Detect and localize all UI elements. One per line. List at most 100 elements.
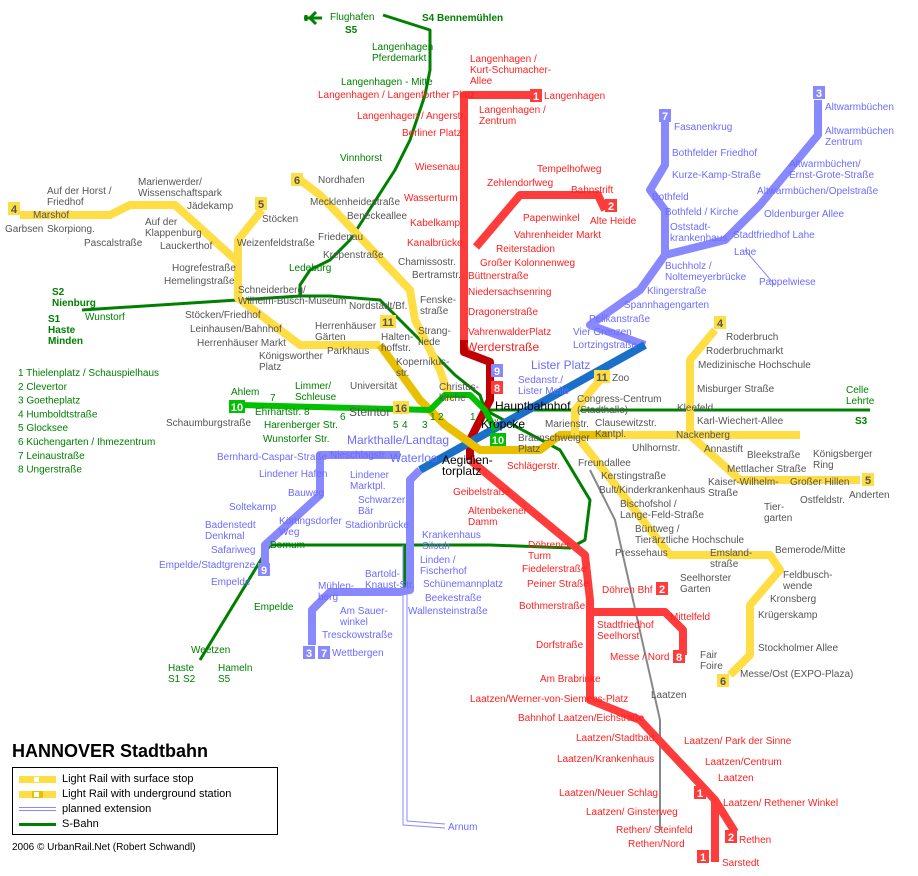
- station-label: Anderten: [849, 490, 890, 501]
- station-label: Berliner Platz: [402, 128, 461, 139]
- station-label: 3: [422, 420, 428, 431]
- airplane-icon: [304, 10, 322, 26]
- svg-text:9: 9: [261, 565, 267, 577]
- line-badge: 8: [673, 650, 685, 664]
- svg-text:3: 3: [306, 648, 312, 660]
- station-label: Beekestraße: [425, 593, 482, 604]
- line-badge: 11: [380, 315, 396, 329]
- station-label: Tier-garten: [764, 502, 792, 524]
- station-label: Weetzen: [191, 645, 230, 656]
- blue-route-line: [418, 341, 647, 474]
- svg-text:10: 10: [492, 435, 504, 447]
- station-label: Skorpiong.: [47, 224, 95, 235]
- station-label: Langenhagen /Zentrum: [479, 105, 546, 127]
- line-10-stop-list-item: 6 Küchengarten / Ihmezentrum: [18, 437, 155, 448]
- svg-text:8: 8: [494, 383, 500, 395]
- planned-swatch: [19, 807, 56, 811]
- purple-route-line: [664, 100, 822, 259]
- station-label: Rethen: [739, 835, 771, 846]
- line-badge: 8: [491, 381, 503, 395]
- station-label: Stadtfriedhof Lahe: [733, 230, 815, 241]
- line-badge: 5: [862, 473, 874, 487]
- svg-text:11: 11: [382, 317, 394, 329]
- station-label: Langenhagen - Mitte: [341, 77, 433, 88]
- line-badge: 1: [694, 786, 706, 800]
- station-label: Roderbruch: [726, 332, 778, 343]
- svg-text:16: 16: [395, 403, 407, 415]
- svg-text:9: 9: [494, 366, 500, 378]
- station-label: Kaiser-Wilhelm-Straße: [708, 477, 779, 499]
- svg-text:11: 11: [596, 372, 608, 384]
- line-badge: 2: [656, 582, 668, 596]
- station-label: Ledeburg: [289, 263, 331, 274]
- station-label: Auf der Horst /Friedhof: [47, 186, 112, 208]
- line-badge: 7: [659, 109, 671, 123]
- station-label: 8: [304, 407, 310, 418]
- line-badge: 11: [594, 370, 610, 384]
- station-label: Kurze-Kamp-Straße: [672, 170, 761, 181]
- line-10-stop-list-item: 5 Glocksee: [18, 423, 68, 434]
- station-label: S3: [855, 416, 868, 427]
- station-label: 1: [430, 412, 436, 423]
- line-badge: 9: [491, 364, 503, 378]
- station-label: Marienwerder/Wissenschaftspark: [138, 177, 223, 199]
- underground-swatch: [19, 790, 56, 798]
- station-label: Waterloo: [390, 451, 438, 465]
- station-label: Mettlacher Straße: [727, 464, 807, 475]
- station-label: Herrenhäuser Markt: [197, 338, 286, 349]
- station-label: Sedanstr./Lister Meile: [518, 375, 570, 397]
- station-label: Laatzen/Neuer Schlag: [559, 788, 658, 799]
- station-label: Linden /Fischerhof: [420, 555, 467, 577]
- station-label: Karl-Wiechert-Allee: [697, 416, 784, 427]
- station-label: Laatzen/Stadtbad: [576, 733, 654, 744]
- station-label: S5: [345, 25, 358, 36]
- station-label: Pelikanstraße: [589, 314, 651, 325]
- station-label: Wunstorf: [85, 312, 125, 323]
- line-badge: 4: [714, 316, 726, 330]
- surface-swatch: [19, 775, 56, 783]
- station-label: Am Sauer-winkel: [339, 606, 388, 628]
- yellow-route-line: [234, 207, 266, 262]
- station-label: Bothfeld: [652, 192, 689, 203]
- line-10-stop-list-item: 7 Leinaustraße: [18, 451, 85, 462]
- station-label: Nordhafen: [318, 175, 365, 186]
- station-label: Weizenfeldstraße: [237, 238, 315, 249]
- station-label: Jädekamp: [187, 201, 234, 212]
- station-label: Fiedelerstraße: [522, 564, 587, 575]
- station-label: Mühlen-berg: [318, 581, 354, 603]
- line-10-stop-list-item: 4 Humboldtstraße: [18, 409, 98, 420]
- svg-text:1: 1: [700, 852, 706, 864]
- darkyellow-route-line: [376, 342, 610, 454]
- svg-text:10: 10: [231, 402, 243, 414]
- station-label: Arnum: [448, 822, 477, 833]
- station-label: Bahnstrift: [571, 185, 613, 196]
- svg-text:5: 5: [865, 475, 871, 487]
- line-badge: 3: [303, 646, 315, 660]
- station-label: Döhren Bhf: [602, 585, 653, 596]
- station-label: Lauckerthof: [160, 241, 212, 252]
- station-label: Parkhaus: [327, 346, 369, 357]
- station-label: 1: [470, 412, 476, 423]
- line-badge: 16: [393, 401, 409, 415]
- station-label: Emsland-straße: [710, 548, 752, 570]
- svg-text:1: 1: [697, 788, 703, 800]
- station-label: 7: [270, 393, 276, 404]
- line-badge: 1: [530, 89, 542, 103]
- purple-route-line: [406, 545, 446, 825]
- station-label: Feldbusch-wende: [782, 570, 832, 592]
- station-label: Buchholz /Noltemeyerbrücke: [665, 261, 747, 283]
- station-label: Laatzen/Krankenhaus: [557, 754, 654, 765]
- station-label: Büntweg /Tierärztliche Hochschule: [635, 524, 745, 546]
- line-badge: 2: [605, 199, 617, 213]
- line-badge: 9: [258, 563, 270, 577]
- legend-surface: Light Rail with surface stop: [19, 772, 193, 786]
- station-label: Flughafen: [330, 12, 374, 23]
